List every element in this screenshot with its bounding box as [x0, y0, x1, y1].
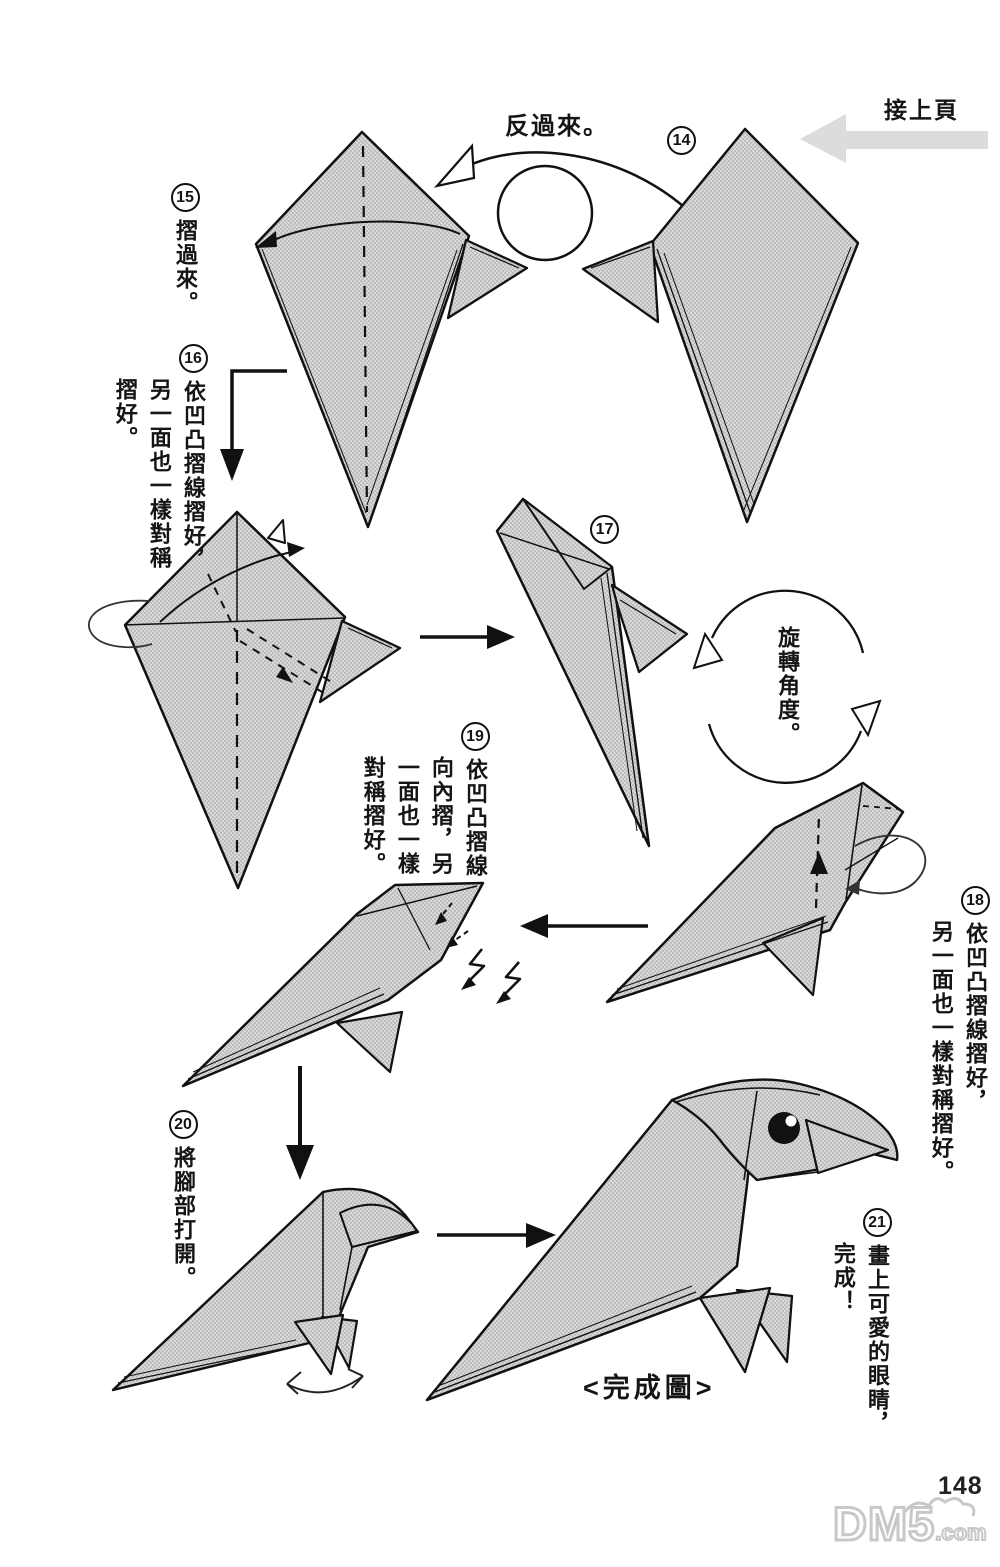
flow-arrow-right-1-icon — [420, 625, 515, 649]
step-20-line-1: 20 將腳部打開。 — [166, 1110, 200, 1290]
step-21-number: 21 — [862, 1208, 892, 1237]
final-caption: <完成圖> — [583, 1373, 716, 1403]
step-19-number: 19 — [460, 722, 490, 751]
step-14-figure — [581, 127, 860, 524]
step-21-line-1: 21 畫上可愛的眼睛， — [860, 1208, 894, 1436]
flow-arrow-right-2-icon — [437, 1223, 556, 1248]
step-16-number: 16 — [178, 344, 208, 373]
step-17-number: 17 — [590, 515, 619, 544]
step-19-line-2: 向內摺，另 — [428, 756, 454, 876]
step-17-figure — [495, 497, 689, 848]
step-19-figure — [181, 881, 522, 1088]
continuation-label: 接上頁 — [884, 97, 959, 123]
step-16-line-3: 摺好。 — [112, 378, 138, 450]
step-18-text: 依凹凸摺線摺好， — [963, 922, 988, 1114]
rotate-label: 旋轉角度。 — [770, 626, 804, 746]
flow-arrow-left-icon — [520, 914, 648, 938]
step-20-figure — [111, 1187, 420, 1395]
flip-label: 反過來。 — [505, 113, 609, 140]
step-16-line-1: 16 依凹凸摺線摺好， — [176, 344, 210, 572]
step-21-text: 畫上可愛的眼睛， — [865, 1244, 890, 1436]
step-16-text: 依凹凸摺線摺好， — [181, 380, 206, 572]
watermark: DM5.com — [831, 1496, 987, 1552]
watermark-mouse-doodle — [903, 1497, 976, 1517]
rotate-label-text: 旋轉角度。 — [775, 626, 800, 746]
step-14-number: 14 — [667, 126, 696, 155]
step-16-instruction: 16 依凹凸摺線摺好， 另一面也一樣對稱 摺好。 — [108, 344, 210, 572]
step-20-text: 將腳部打開。 — [171, 1146, 196, 1290]
step-20-instruction: 20 將腳部打開。 — [166, 1110, 200, 1290]
step-15-line-1: 15 摺過來。 — [168, 183, 202, 315]
step-18-line-2: 另一面也一樣對稱摺好。 — [928, 920, 954, 1184]
final-bird-figure — [425, 1078, 899, 1402]
page-number: 148 — [938, 1472, 983, 1500]
step-15-number: 15 — [170, 183, 200, 212]
flow-arrow-down-l-icon — [220, 369, 287, 481]
watermark-suffix: .com — [934, 1519, 987, 1546]
step-16-line-2: 另一面也一樣對稱 — [146, 378, 172, 570]
step-16-figure — [88, 510, 402, 890]
step-15-figure — [254, 130, 529, 529]
step-19-line-3: 一面也一樣 — [394, 756, 420, 876]
step-18-line-1: 18 依凹凸摺線摺好， — [958, 886, 992, 1184]
step-18-instruction: 18 依凹凸摺線摺好， 另一面也一樣對稱摺好。 — [924, 886, 992, 1184]
step-19-line-1: 19 依凹凸摺線 — [458, 722, 492, 878]
step-15-instruction: 15 摺過來。 — [168, 183, 202, 315]
step-21-line-2: 完成！ — [830, 1242, 856, 1314]
watermark-name: DM5 — [831, 1496, 936, 1552]
step-19-text: 依凹凸摺線 — [463, 758, 488, 878]
step-18-number: 18 — [960, 886, 990, 915]
rotate-symbol — [692, 589, 882, 784]
step-18-figure — [605, 781, 927, 1004]
step-19-line-4: 對稱摺好。 — [360, 756, 386, 876]
step-19-instruction: 19 依凹凸摺線 向內摺，另 一面也一樣 對稱摺好。 — [356, 722, 492, 878]
next-page-arrow-icon — [800, 114, 988, 163]
step-21-instruction: 21 畫上可愛的眼睛， 完成！ — [826, 1208, 894, 1436]
flip-over-symbol — [433, 143, 703, 262]
flow-arrow-down-icon — [286, 1066, 314, 1180]
step-15-text: 摺過來。 — [173, 219, 198, 315]
step-20-number: 20 — [168, 1110, 198, 1139]
